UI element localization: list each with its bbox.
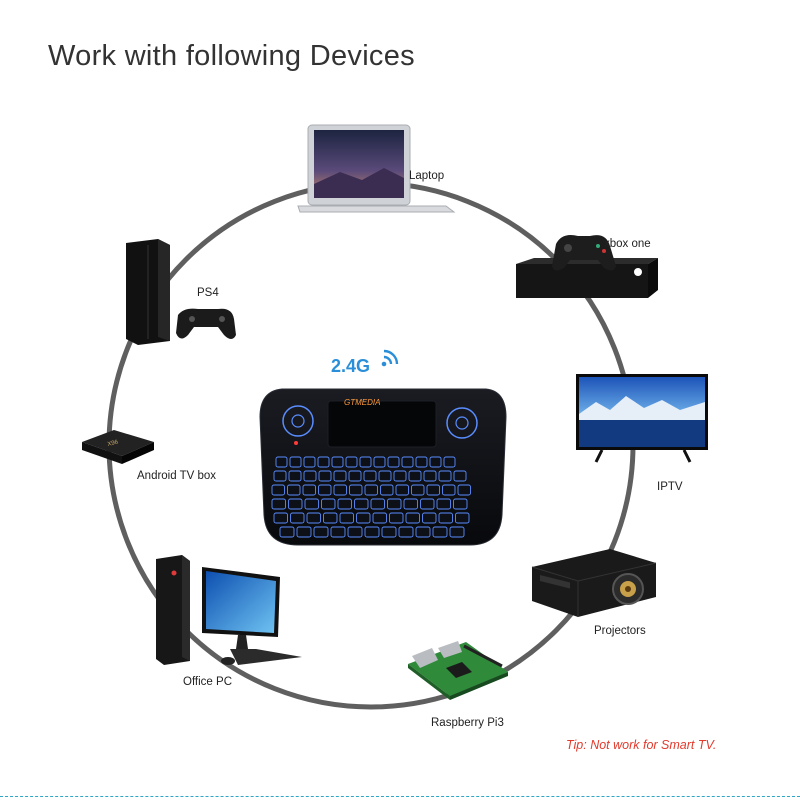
keyboard-key xyxy=(438,512,453,524)
keyboard-key xyxy=(330,526,346,538)
keyboard-key xyxy=(356,512,371,524)
keyboard-key xyxy=(323,512,338,524)
raspberry-pi-image xyxy=(408,641,508,700)
keyboard-key xyxy=(288,470,302,482)
ps4-label: PS4 xyxy=(197,287,219,299)
keyboard-key xyxy=(442,484,456,496)
keyboard-key xyxy=(348,470,362,482)
keyboard-key xyxy=(401,456,414,468)
keyboard-key xyxy=(296,526,312,538)
keyboard-key xyxy=(403,498,418,510)
keyboard-key xyxy=(436,498,451,510)
keyboard-key xyxy=(372,512,387,524)
keyboard-key xyxy=(273,512,288,524)
keyboard-key xyxy=(317,456,330,468)
keyboard-key xyxy=(303,470,317,482)
keyboard-key xyxy=(429,456,442,468)
laptop-label: Laptop xyxy=(409,170,445,182)
keyboard-key xyxy=(411,484,425,496)
keyboard-key xyxy=(273,470,287,482)
keyboard-key xyxy=(333,470,347,482)
projector-image xyxy=(531,549,657,617)
keyboard-key xyxy=(423,470,437,482)
tv-box-logo: X96 xyxy=(107,439,119,448)
xbox-one-label: xbox one xyxy=(604,238,651,250)
keyboard-key xyxy=(370,498,385,510)
keyboard-key xyxy=(449,526,465,538)
keyboard-key xyxy=(287,484,301,496)
keyboard-key xyxy=(393,470,407,482)
keyboard-key xyxy=(271,498,286,510)
ps4-image xyxy=(126,239,236,345)
keyboard-key xyxy=(303,456,316,468)
iptv-image xyxy=(576,374,708,463)
keyboard-key xyxy=(443,456,456,468)
keyboard-key xyxy=(432,526,448,538)
keyboard-key xyxy=(306,512,321,524)
android-tv-box-image: X96 xyxy=(82,430,154,464)
keyboard-key xyxy=(438,470,452,482)
keyboard-key xyxy=(331,456,344,468)
keyboard-key xyxy=(420,498,435,510)
keyboard-key xyxy=(333,484,347,496)
keyboard-key xyxy=(453,470,467,482)
keyboard-key xyxy=(318,470,332,482)
keyboard-key xyxy=(453,498,468,510)
keyboard-key xyxy=(426,484,440,496)
keyboard-key xyxy=(318,484,332,496)
keyboard-key xyxy=(405,512,420,524)
keyboard-key xyxy=(289,456,302,468)
keyboard-key xyxy=(347,526,363,538)
keyboard-key xyxy=(387,456,400,468)
office-pc-image xyxy=(156,555,302,665)
laptop-image xyxy=(297,124,456,213)
projectors-label: Projectors xyxy=(594,625,646,637)
keyboard-key xyxy=(354,498,369,510)
keyboard-key xyxy=(455,512,470,524)
keyboard-key xyxy=(302,484,316,496)
page-title: Work with following Devices xyxy=(48,40,415,72)
keyboard-key xyxy=(422,512,437,524)
keyboard-key xyxy=(339,512,354,524)
keyboard-key xyxy=(290,512,305,524)
keyboard-key xyxy=(457,484,471,496)
keyboard-key xyxy=(398,526,414,538)
signal-2-4g-label: 2.4G xyxy=(331,356,371,376)
smart-tv-tip: Tip: Not work for Smart TV. xyxy=(566,738,717,752)
keyboard-key xyxy=(378,470,392,482)
keyboard-brand-logo: GTMEDIA xyxy=(344,398,380,407)
bottom-divider xyxy=(0,796,800,797)
wifi-signal-icon xyxy=(381,349,399,367)
keyboard-key xyxy=(288,498,303,510)
keyboard-key xyxy=(337,498,352,510)
keyboard-key xyxy=(349,484,363,496)
mini-keyboard-image: GTMEDIA xyxy=(259,388,507,546)
keyboard-key xyxy=(321,498,336,510)
keyboard-key xyxy=(415,456,428,468)
office-pc-label: Office PC xyxy=(183,676,232,688)
keyboard-key xyxy=(304,498,319,510)
android-tv-box-label: Android TV box xyxy=(137,470,217,482)
keyboard-key xyxy=(415,526,431,538)
keyboard-key xyxy=(408,470,422,482)
keyboard-key xyxy=(395,484,409,496)
keyboard-key xyxy=(279,526,295,538)
keyboard-key xyxy=(275,456,288,468)
keyboard-key xyxy=(364,526,380,538)
keyboard-key xyxy=(380,484,394,496)
raspberry-pi-label: Raspberry Pi3 xyxy=(431,717,504,729)
keyboard-key xyxy=(389,512,404,524)
keyboard-key xyxy=(313,526,329,538)
keyboard-key xyxy=(364,484,378,496)
keyboard-key xyxy=(373,456,386,468)
xbox-one-image xyxy=(516,235,658,298)
keyboard-key xyxy=(363,470,377,482)
iptv-label: IPTV xyxy=(657,481,683,493)
keyboard-key xyxy=(359,456,372,468)
keyboard-key xyxy=(387,498,402,510)
keyboard-key xyxy=(381,526,397,538)
keyboard-key xyxy=(345,456,358,468)
keyboard-key xyxy=(271,484,285,496)
